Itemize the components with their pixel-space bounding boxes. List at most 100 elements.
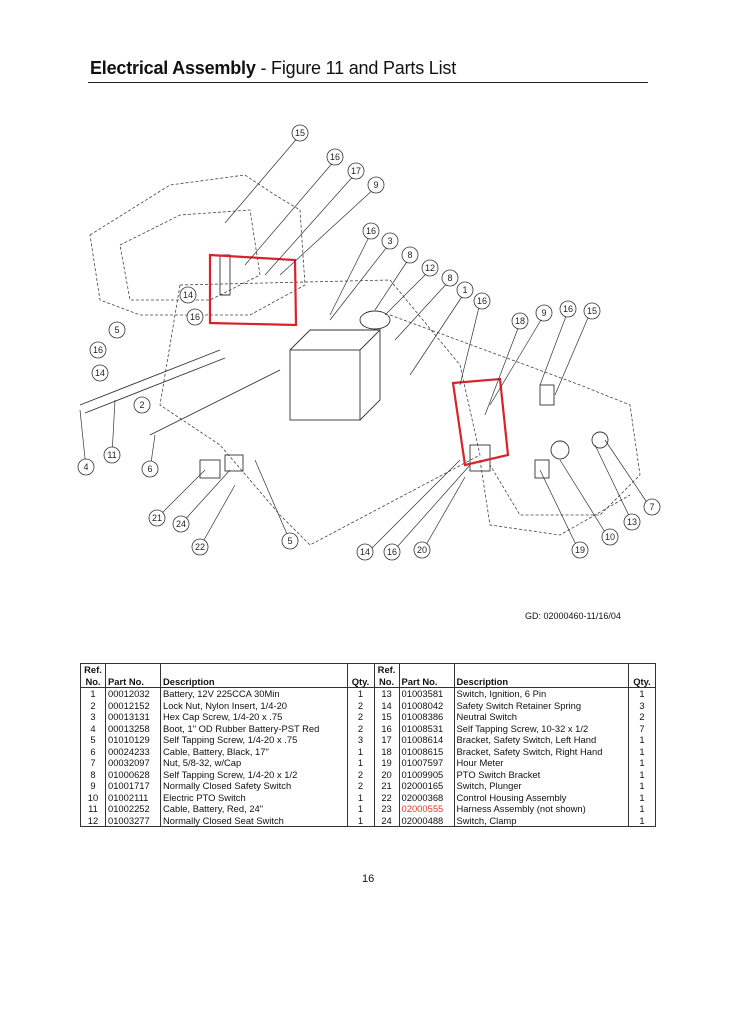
left-ref-cell: 2 (80, 699, 106, 711)
callout-14: 14 (179, 286, 197, 304)
right-qty-cell: 1 (628, 780, 656, 792)
right-description-cell: Control Housing Assembly (453, 791, 630, 803)
left-ref-cell: 12 (80, 814, 106, 827)
left-description-cell: Electric PTO Switch (160, 791, 348, 803)
left-description-cell: Normally Closed Safety Switch (160, 780, 348, 792)
svg-text:19: 19 (575, 545, 585, 555)
left-part-no-cell: 01003277 (105, 814, 161, 827)
callout-16: 16 (326, 148, 344, 166)
right-part-no-cell: 02000368 (398, 791, 455, 803)
left-ref-cell: 7 (80, 757, 106, 769)
callout-16: 16 (473, 292, 491, 310)
left-qty-cell: 1 (346, 757, 375, 769)
left-qty-cell: 1 (346, 791, 375, 803)
left-qty-cell: 1 (346, 745, 375, 757)
left-part-no-cell: 01000628 (105, 768, 161, 780)
right-ref-cell: 17 (373, 734, 400, 746)
svg-text:16: 16 (387, 547, 397, 557)
svg-text:16: 16 (190, 312, 200, 322)
left-ref-cell: 5 (80, 734, 106, 746)
right-description-cell: Bracket, Safety Switch, Right Hand (453, 745, 630, 757)
right-qty-cell: 1 (628, 814, 656, 827)
callout-18: 18 (511, 312, 529, 330)
right-ref-cell: 23 (373, 803, 400, 815)
left-part-no-cell: 00032097 (105, 757, 161, 769)
left-part-no-cell: 01001717 (105, 780, 161, 792)
right-ref-cell: 24 (373, 814, 400, 827)
right-ref-cell: 19 (373, 757, 400, 769)
leader-lines (79, 134, 651, 556)
part-no-header-left: Part No. (105, 675, 161, 688)
svg-text:11: 11 (107, 450, 116, 460)
right-description-cell: Neutral Switch (453, 711, 630, 723)
left-part-no-cell: 00013258 (105, 722, 161, 734)
callout-22: 22 (191, 538, 209, 556)
red-markup (208, 253, 510, 467)
callout-24: 24 (172, 515, 190, 533)
left-description-cell: Cable, Battery, Red, 24" (160, 803, 348, 815)
left-description-cell: Battery, 12V 225CCA 30Min (160, 687, 348, 700)
right-description-cell: Harness Assembly (not shown) (453, 803, 630, 815)
svg-text:16: 16 (477, 296, 487, 306)
right-part-no-cell: 01008614 (398, 734, 455, 746)
svg-text:24: 24 (176, 519, 186, 529)
callout-4: 4 (77, 458, 95, 476)
right-ref-cell: 22 (373, 791, 400, 803)
right-part-no-cell: 01003581 (398, 687, 455, 700)
right-qty-cell: 1 (628, 803, 656, 815)
svg-text:18: 18 (515, 316, 525, 326)
right-qty-cell: 1 (628, 745, 656, 757)
right-description-cell: Switch, Ignition, 6 Pin (453, 687, 630, 700)
left-description-cell: Cable, Battery, Black, 17" (160, 745, 348, 757)
callout-19: 19 (571, 541, 589, 559)
ref-header-right: No. (373, 675, 400, 688)
right-description-cell: Self Tapping Screw, 10-32 x 1/2 (453, 722, 630, 734)
left-part-no-cell: 00012032 (105, 687, 161, 700)
right-part-no-cell: 01008042 (398, 699, 455, 711)
left-ref-cell: 4 (80, 722, 106, 734)
right-part-no-cell: 01009905 (398, 768, 455, 780)
title-rest: - Figure 11 and Parts List (255, 58, 457, 78)
left-ref-cell: 3 (80, 711, 106, 723)
callout-16: 16 (383, 543, 401, 561)
left-ref-cell: 10 (80, 791, 106, 803)
svg-text:16: 16 (366, 226, 376, 236)
description-header-left: Description (160, 675, 348, 688)
left-part-no-cell: 00012152 (105, 699, 161, 711)
callout-16: 16 (559, 300, 577, 318)
svg-text:1: 1 (462, 285, 467, 295)
left-qty-cell: 1 (346, 803, 375, 815)
left-ref-cell: 8 (80, 768, 106, 780)
drawing-number: GD: 02000460-11/16/04 (525, 611, 621, 621)
markup-left-bracket (208, 253, 298, 327)
svg-text:13: 13 (627, 517, 637, 527)
callout-15: 15 (583, 302, 601, 320)
left-part-no-cell: 00024233 (105, 745, 161, 757)
right-part-no-cell: 02000165 (398, 780, 455, 792)
right-part-no-cell: 02000488 (398, 814, 455, 827)
callout-labels: 1516179163812811614165161424116212422518… (77, 124, 661, 561)
callout-11: 11 (103, 446, 121, 464)
qty-header-left: Qty. (346, 675, 375, 688)
svg-text:8: 8 (407, 250, 412, 260)
right-description-cell: Switch, Plunger (453, 780, 630, 792)
left-ref-cell: 9 (80, 780, 106, 792)
left-description-cell: Boot, 1" OD Rubber Battery-PST Red (160, 722, 348, 734)
left-description-cell: Self Tapping Screw, 1/4-20 x .75 (160, 734, 348, 746)
callout-15: 15 (291, 124, 309, 142)
exploded-diagram: 1516179163812811614165161424116212422518… (77, 124, 661, 561)
right-description-cell: Bracket, Safety Switch, Left Hand (453, 734, 630, 746)
right-qty-cell: 1 (628, 734, 656, 746)
left-description-cell: Normally Closed Seat Switch (160, 814, 348, 827)
description-header-right: Description (453, 675, 630, 688)
right-ref-cell: 15 (373, 711, 400, 723)
callout-8: 8 (441, 269, 459, 287)
svg-text:22: 22 (195, 542, 205, 552)
right-part-no-cell: 01008386 (398, 711, 455, 723)
parts-list-table: Ref. Ref. No. Part No. Description Qty. … (80, 663, 656, 827)
callout-5: 5 (108, 321, 126, 339)
